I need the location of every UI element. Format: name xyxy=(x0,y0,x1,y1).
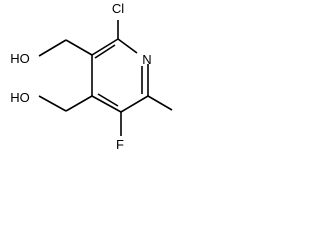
bond-c4-ch2-lower xyxy=(65,95,93,112)
bond-c3-ch2-upper xyxy=(65,39,93,56)
bond-c6-c5 xyxy=(120,95,149,113)
hydroxyl-upper-label: HO xyxy=(10,51,30,66)
bond-c2-c3 xyxy=(91,38,119,56)
structure-drawing: Cl N F HO HO xyxy=(10,1,173,152)
bond-ch2-o-upper xyxy=(38,39,67,57)
bond-ch2-o-lower xyxy=(38,95,67,112)
molecule-canvas: Cl N F HO HO xyxy=(0,0,195,177)
bond-c2-c3-inner xyxy=(94,44,116,59)
hydroxyl-lower-label: HO xyxy=(10,90,30,105)
chlorine-atom-label: Cl xyxy=(112,1,124,16)
fluorine-atom-label: F xyxy=(116,137,124,152)
nitrogen-atom-label: N xyxy=(142,52,151,67)
bond-c5-c4-inner xyxy=(97,93,119,107)
bond-c6-methyl xyxy=(147,95,173,111)
bond-c2-n1 xyxy=(117,38,138,54)
bond-c5-c4 xyxy=(91,95,122,113)
